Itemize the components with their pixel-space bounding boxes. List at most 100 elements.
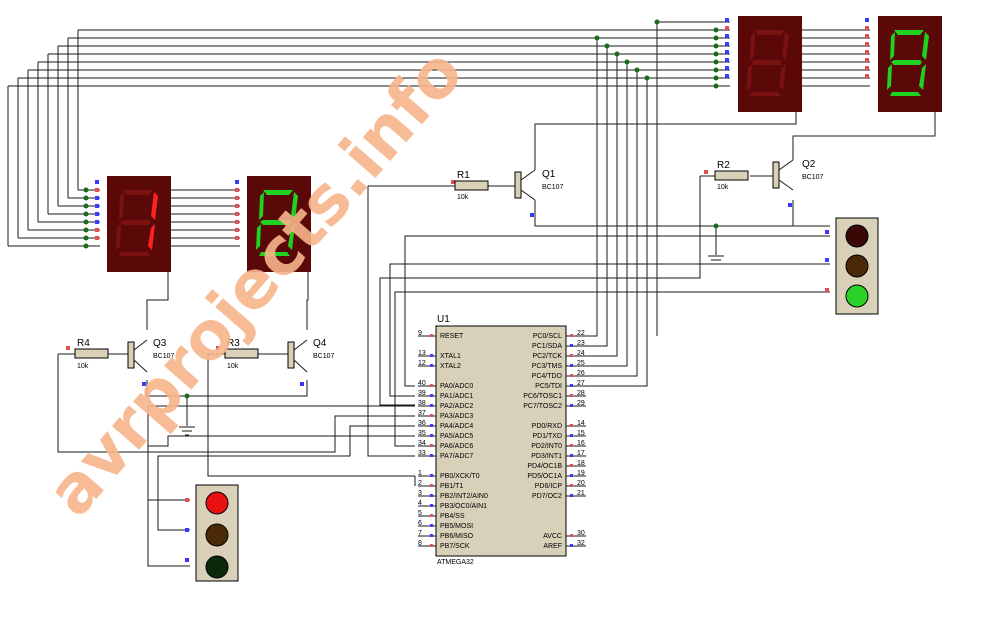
mcu-pin-name: AREF xyxy=(543,543,562,550)
mcu-pin-37: 37 PA3/ADC3 xyxy=(418,410,473,420)
mcu-pin-number: 38 xyxy=(418,400,426,407)
mcu-pin-number: 3 xyxy=(418,490,422,497)
pin-marker xyxy=(430,404,433,407)
mcu-pin-number: 5 xyxy=(418,510,422,517)
mcu-pin-number: 26 xyxy=(577,370,585,377)
mcu-pin-number: 22 xyxy=(577,330,585,337)
mcu-pin-number: 33 xyxy=(418,450,426,457)
transistor-q1-part: BC107 xyxy=(542,184,564,191)
pin-marker xyxy=(430,514,433,517)
transistor-q2-ref: Q2 xyxy=(802,159,816,170)
pin-marker xyxy=(570,424,573,427)
mcu-pin-number: 13 xyxy=(418,350,426,357)
pin-marker xyxy=(430,454,433,457)
mcu-pin-number: 1 xyxy=(418,470,422,477)
transistor-q2: Q2 BC107 xyxy=(772,159,824,191)
mcu-pin-number: 20 xyxy=(577,480,585,487)
display-top-right xyxy=(878,16,942,112)
pin-marker xyxy=(430,414,433,417)
mcu-pin-name: PC1/SDA xyxy=(532,343,562,350)
mcu-pin-35: 35 PA5/ADC5 xyxy=(418,430,473,440)
pin-marker xyxy=(430,534,433,537)
mcu-pin-number: 6 xyxy=(418,520,422,527)
mcu-pin-name: PA6/ADC6 xyxy=(440,443,473,450)
mcu-pin-number: 15 xyxy=(577,430,585,437)
mcu-pin-number: 29 xyxy=(577,400,585,407)
mcu-pin-name: PB7/SCK xyxy=(440,543,470,550)
mcu-pin-name: PA4/ADC4 xyxy=(440,423,473,430)
pin-marker xyxy=(570,374,573,377)
pin-marker xyxy=(570,394,573,397)
mcu-ref: U1 xyxy=(437,314,450,325)
resistor-r1: R1 10k xyxy=(454,170,489,201)
pin-marker xyxy=(430,434,433,437)
resistor-r2-ref: R2 xyxy=(717,160,730,171)
mcu-pin-number: 28 xyxy=(577,390,585,397)
mcu-pin-name: PD0/RXD xyxy=(532,423,562,430)
mcu-pin-name: XTAL2 xyxy=(440,363,461,370)
mcu-pin-number: 8 xyxy=(418,540,422,547)
mcu-right-pins: 22PC0/SCL23PC1/SDA24PC2/TCK25PC3/TMS26PC… xyxy=(523,330,586,550)
resistor-r3-ref: R3 xyxy=(227,338,240,349)
mcu-pin-name: AVCC xyxy=(543,533,562,540)
mcu-pin-26: 26 PC4/TDO xyxy=(532,370,586,380)
mcu-pin-name: PD6/ICP xyxy=(535,483,563,490)
pin-marker xyxy=(570,544,573,547)
mcu-pin-name: PA1/ADC1 xyxy=(440,393,473,400)
mcu-pin-number: 14 xyxy=(577,420,585,427)
mcu-pin-name: PA3/ADC3 xyxy=(440,413,473,420)
mcu-pin-name: PC2/TCK xyxy=(532,353,562,360)
mcu-pin-name: PD1/TXD xyxy=(532,433,562,440)
mcu-pin-name: PC5/TDI xyxy=(535,383,562,390)
pin-marker xyxy=(430,364,433,367)
mcu-pin-name: PA5/ADC5 xyxy=(440,433,473,440)
transistor-q1: Q1 BC107 xyxy=(514,169,564,201)
display-bottom-left xyxy=(107,176,171,272)
pin-marker xyxy=(430,394,433,397)
pin-marker xyxy=(570,384,573,387)
pin-marker xyxy=(430,384,433,387)
mcu-pin-number: 23 xyxy=(577,340,585,347)
pin-marker xyxy=(430,544,433,547)
resistor-r4-value: 10k xyxy=(77,363,89,370)
pin-marker xyxy=(570,474,573,477)
mcu-pin-name: PC7/TOSC2 xyxy=(523,403,562,410)
pin-marker xyxy=(570,344,573,347)
pin-marker xyxy=(430,354,433,357)
mcu-pin-number: 7 xyxy=(418,530,422,537)
pin-marker xyxy=(570,364,573,367)
pin-marker xyxy=(570,434,573,437)
pin-marker xyxy=(570,334,573,337)
mcu-pin-number: 37 xyxy=(418,410,426,417)
ground-symbol-bottom xyxy=(179,426,195,436)
pin-marker xyxy=(570,444,573,447)
mcu-pin-name: PB3/OC0/AIN1 xyxy=(440,503,487,510)
resistor-r3-value: 10k xyxy=(227,363,239,370)
mcu-part: ATMEGA32 xyxy=(437,559,474,566)
transistor-q2-part: BC107 xyxy=(802,174,824,181)
mcu-pin-number: 35 xyxy=(418,430,426,437)
display-bottom-right xyxy=(247,176,311,272)
pin-marker xyxy=(430,444,433,447)
mcu-pin-name: PC4/TDO xyxy=(532,373,563,380)
traffic-light-right xyxy=(835,217,879,315)
